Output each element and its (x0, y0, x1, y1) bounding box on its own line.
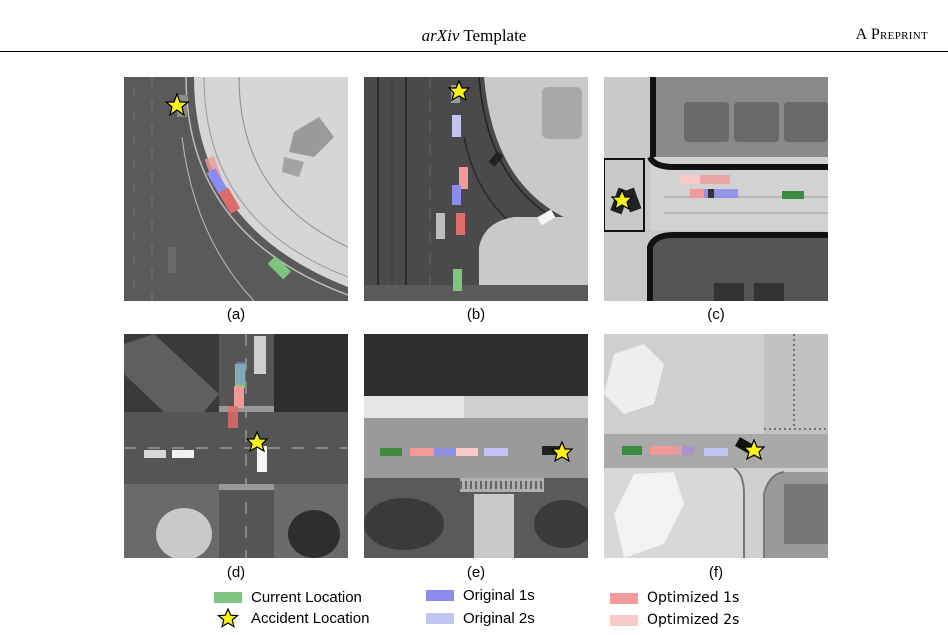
panel-f (604, 334, 828, 558)
panel-b (364, 77, 588, 301)
panel-f-scene (604, 334, 828, 558)
panel-d-caption: (d) (226, 564, 246, 581)
header-running-head: A Preprint (855, 26, 928, 43)
legend-original-1s: Original 1s (426, 587, 535, 604)
panel-c-caption: (c) (707, 306, 725, 323)
panel-e-caption: (e) (466, 564, 486, 581)
panel-e (364, 334, 588, 558)
panel-d (124, 334, 348, 558)
panel-b-caption: (b) (466, 306, 486, 323)
legend-optimized-1s-swatch (610, 592, 638, 604)
star-icon (216, 608, 240, 628)
panel-a (124, 77, 348, 301)
header-rule (0, 51, 948, 52)
panel-a-caption: (a) (226, 306, 246, 323)
legend-original-1s-swatch (426, 590, 454, 601)
legend-optimized-2s-swatch (610, 614, 638, 626)
legend-optimized-2s: Optimized 2s (610, 612, 739, 628)
panel-f-caption: (f) (708, 564, 724, 581)
panel-e-scene (364, 334, 588, 558)
header-title: arXiv Template (421, 26, 527, 45)
legend-original-2s-swatch (426, 613, 454, 624)
panel-d-scene (124, 334, 348, 558)
legend-current-swatch (214, 592, 242, 603)
legend-optimized-1s: Optimized 1s (610, 590, 739, 606)
legend-accident-location: Accident Location (214, 608, 369, 628)
panel-b-scene (364, 77, 588, 301)
panel-a-scene (124, 77, 348, 301)
legend-original-2s: Original 2s (426, 610, 535, 627)
panel-c (604, 77, 828, 301)
legend-current-location: Current Location (214, 589, 362, 606)
panel-c-scene (604, 77, 828, 301)
